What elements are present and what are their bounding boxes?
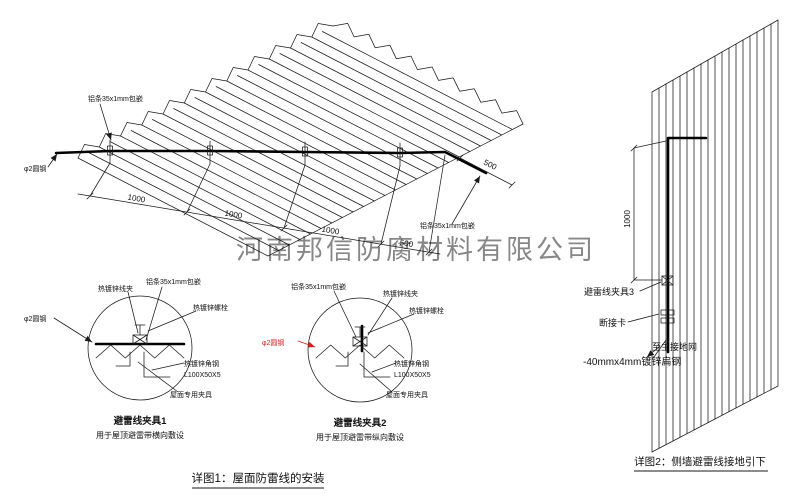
d1-angle-size-label: L100X50X5 [184, 372, 221, 379]
detail-1-circle [87, 295, 193, 401]
roof-dim-500-right: 500 [482, 158, 498, 172]
d2-strip-label: 铝条35x1mm包嵌 [291, 282, 346, 291]
d2-angle-size-label: L100X50X5 [394, 372, 431, 379]
roof-dim-1000-c: 1000 [321, 225, 341, 237]
roof-strip-right-label: 铝条35x1mm包嵌 [420, 221, 475, 230]
wall-rib-lines [658, 23, 772, 449]
wall-dim-1000: 1000 [623, 210, 632, 228]
d2-corrugation-profile [315, 344, 405, 359]
wall-disconnect-label: 断接卡 [599, 317, 626, 328]
wall-clamp-3 [661, 275, 674, 286]
wall-to-ground-arrow [646, 345, 661, 358]
d1-angle-steel [115, 351, 171, 378]
d1-strip-label: 铝条35x1mm包嵌 [146, 277, 201, 286]
d1-corrugation-profile [95, 344, 185, 359]
wall-leader-lines [627, 281, 667, 358]
roof-right-dimension [456, 154, 516, 189]
detail-2-circle [307, 297, 413, 403]
wall-clamp3-label: 避雷线夹具3 [584, 286, 634, 297]
roof-isometric-view [47, 23, 524, 257]
roof-clamp-4 [397, 147, 403, 158]
label-layer: 铝条35x1mm包嵌 φ2圆钢 铝条35x1mm包嵌 1000 1000 100… [24, 94, 766, 485]
roof-strip-top-label: 铝条35x1mm包嵌 [88, 94, 143, 103]
d2-clamp-label: 热镀锌线夹 [383, 289, 418, 298]
d1-fixture-label: 屋面专用夹具 [170, 390, 212, 399]
wall-view-drawing [627, 19, 779, 453]
roof-dim-500: 500 [399, 238, 414, 249]
d2-leader-lines [333, 290, 415, 393]
d2-angle-steel [335, 351, 391, 378]
roof-extension-lines [89, 154, 446, 253]
d1-leader-round-steel [53, 317, 93, 343]
detail-1-drawing [53, 286, 197, 401]
wall-disconnect-plate-1 [660, 309, 675, 316]
leader-strip-right [451, 175, 481, 225]
d2-leader-round-steel [297, 340, 316, 348]
detail-2-drawing [297, 290, 415, 403]
d1-clamp-label: 热镀锌线夹 [98, 284, 133, 293]
wall-to-ground-label: 至主接地网 [652, 341, 697, 352]
d1-leader-lines [127, 286, 197, 393]
d2-fixture-label: 屋面专用夹具 [386, 390, 428, 399]
caption-detail-1: 详图1：屋面防雷线的安装 [192, 471, 325, 485]
d1-round-steel-label: φ2圆钢 [24, 314, 46, 323]
d1-title: 避雷线夹具1 [114, 415, 168, 427]
wall-clamp-3-cross [661, 275, 674, 286]
roof-round-steel-label: φ2圆钢 [24, 164, 46, 173]
roof-clamp-posts [109, 139, 401, 167]
wall-dimension [630, 140, 667, 284]
d2-subtitle: 用于屋顶避雷带纵向敷设 [316, 432, 404, 442]
roof-corrugation-profile-right-edge [332, 23, 524, 125]
d2-bolt-label: 热镀锌螺栓 [409, 306, 444, 315]
d1-clamp-bolt [132, 324, 148, 345]
d2-clamp-bolt [352, 326, 368, 347]
d2-angle-label: 热镀锌角钢 [394, 359, 429, 368]
roof-clamp-1 [107, 145, 113, 156]
d2-title: 避雷线夹具2 [334, 417, 387, 429]
roof-rib-lines [88, 31, 513, 251]
roof-dimension-line [77, 193, 441, 255]
wall-disconnect-plate-2 [660, 317, 675, 324]
roof-dim-1000-a: 1000 [127, 193, 147, 205]
caption-detail-2: 详图2：侧墙避雷线接地引下 [634, 455, 766, 468]
leader-round-steel [47, 153, 58, 168]
d1-subtitle: 用于屋顶避雷带横向敷设 [96, 430, 184, 440]
wall-flat-steel-label: -40mmx4mm镀锌扁钢 [583, 355, 681, 368]
roof-clamp-2 [207, 145, 213, 156]
leader-strip-top [99, 103, 112, 141]
d1-bolt-label: 热镀锌螺栓 [193, 303, 228, 312]
company-watermark: 河南邦信防腐材料有限公司 [236, 235, 596, 265]
d1-angle-label: 热镀锌角钢 [184, 359, 219, 368]
d2-round-steel-label: φ2圆钢 [262, 338, 284, 347]
roof-dim-1000-b: 1000 [224, 209, 244, 221]
roof-clamp-3 [302, 146, 308, 157]
